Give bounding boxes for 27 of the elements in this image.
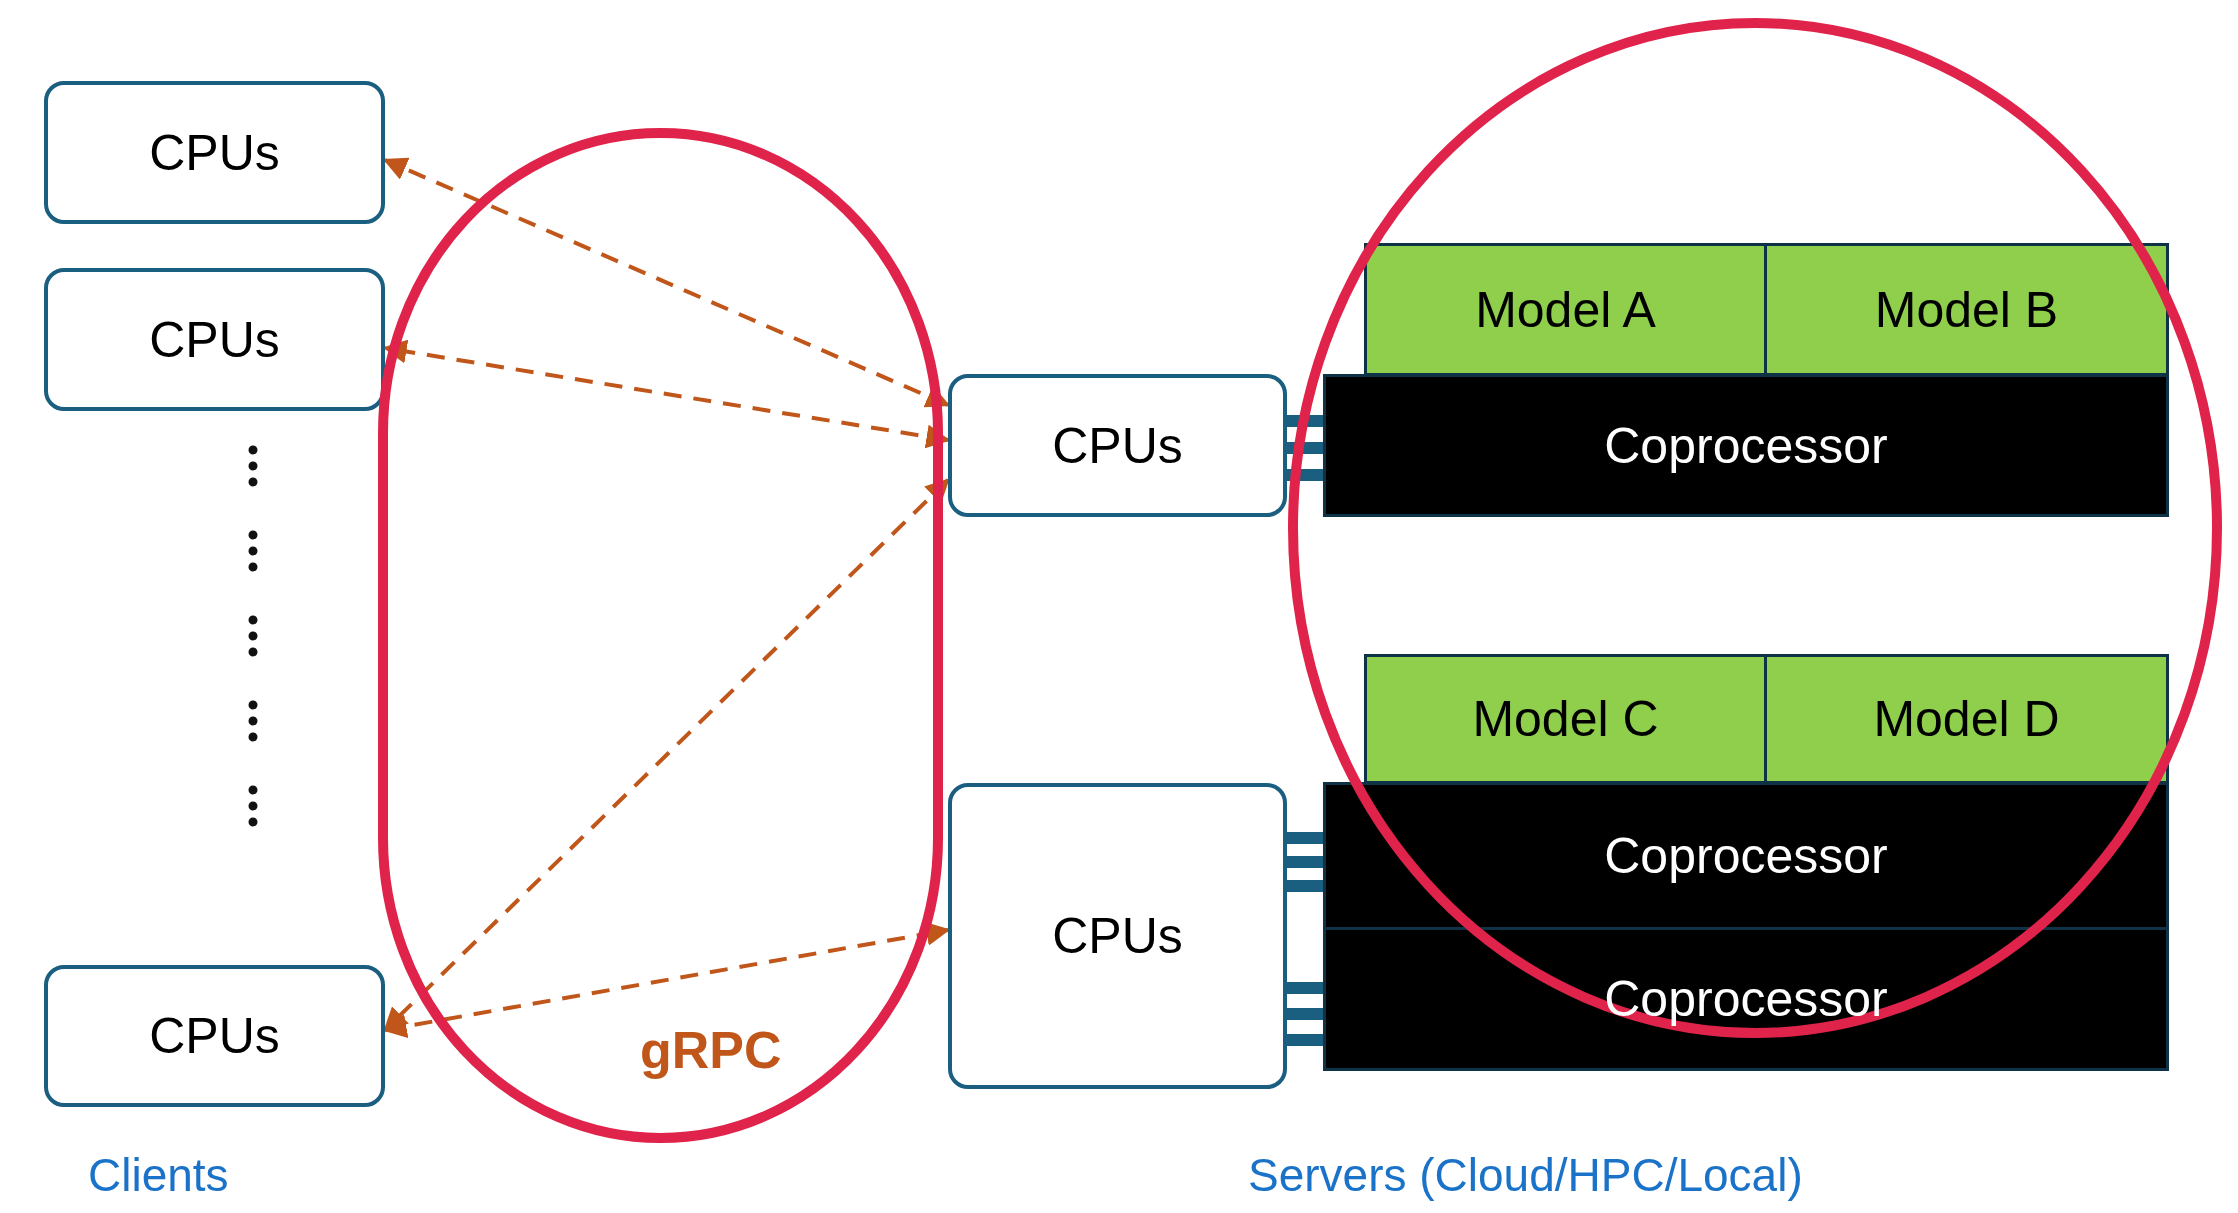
cpu-box xyxy=(44,81,385,224)
box-label: Model C xyxy=(1472,690,1659,748)
cpu-box xyxy=(44,965,385,1107)
coprocessor-box xyxy=(1323,927,2169,1071)
model-box xyxy=(1764,654,2169,784)
box-label: CPUs xyxy=(1052,416,1183,475)
cpu-box xyxy=(948,374,1287,517)
box-label: Model B xyxy=(1874,280,2059,339)
box-label: CPUs xyxy=(149,310,280,369)
box-label: Model A xyxy=(1475,280,1656,339)
box-label: Model D xyxy=(1873,690,2060,748)
box-label: Coprocessor xyxy=(1604,970,1888,1028)
model-box xyxy=(1364,654,1767,784)
box-label: Coprocessor xyxy=(1604,827,1888,885)
group-label: Servers (Cloud/HPC/Local) xyxy=(1248,1148,1803,1202)
box-label: Coprocessor xyxy=(1604,416,1888,475)
cpu-box xyxy=(44,268,385,411)
box-label: CPUs xyxy=(1052,907,1183,965)
coprocessor-box xyxy=(1323,782,2169,930)
model-box xyxy=(1764,243,2169,376)
model-box xyxy=(1364,243,1767,376)
coprocessor-box xyxy=(1323,374,2169,517)
cpu-box xyxy=(948,783,1287,1089)
box-label: CPUs xyxy=(149,1007,280,1065)
box-label: CPUs xyxy=(149,123,280,182)
group-label: Clients xyxy=(88,1148,229,1202)
protocol-label: gRPC xyxy=(640,1020,782,1080)
